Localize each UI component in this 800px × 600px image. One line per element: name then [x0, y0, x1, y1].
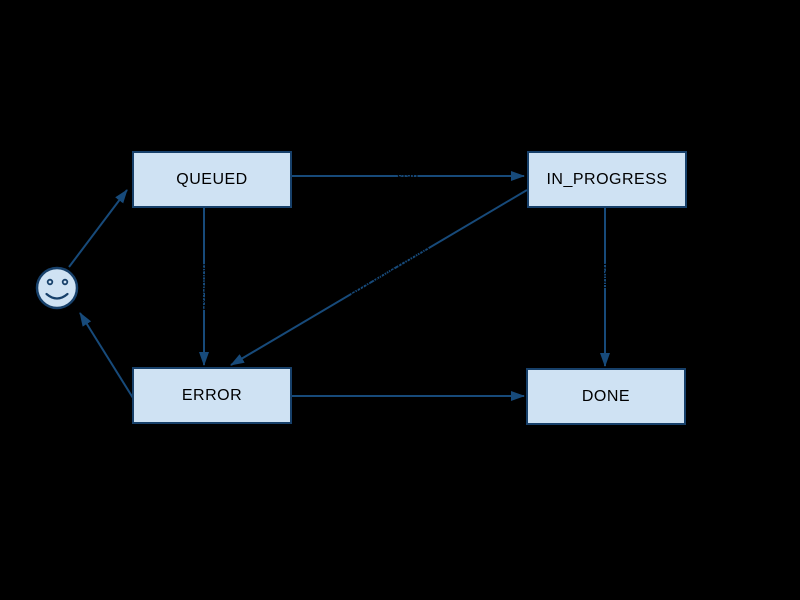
smiley-face-icon [35, 266, 79, 310]
state-node-queued: QUEUED [132, 151, 292, 208]
smiley-right-eye-icon [61, 278, 69, 286]
edge-in-progress-to-error [230, 189, 528, 366]
state-label-error: ERROR [181, 386, 243, 404]
edge-label-queued-to-error: exception [199, 263, 211, 310]
edge-label-in-progress-to-done: finish [600, 263, 612, 289]
smiley-left-eye-icon [46, 278, 54, 286]
edge-label-queued-to-in-progress: start [397, 171, 418, 183]
state-label-in-progress: IN_PROGRESS [546, 170, 668, 188]
state-label-queued: QUEUED [176, 170, 248, 188]
smiley-start-node [35, 266, 79, 310]
state-node-done: DONE [526, 368, 686, 425]
edge-error-to-start [79, 312, 134, 399]
state-label-done: DONE [581, 387, 631, 405]
state-node-in-progress: IN_PROGRESS [527, 151, 687, 208]
smiley-mouth-icon [45, 292, 69, 300]
state-node-error: ERROR [132, 367, 292, 424]
edge-start-to-queued [68, 189, 128, 268]
edge-label-in-progress-to-error: error while running [348, 244, 433, 301]
